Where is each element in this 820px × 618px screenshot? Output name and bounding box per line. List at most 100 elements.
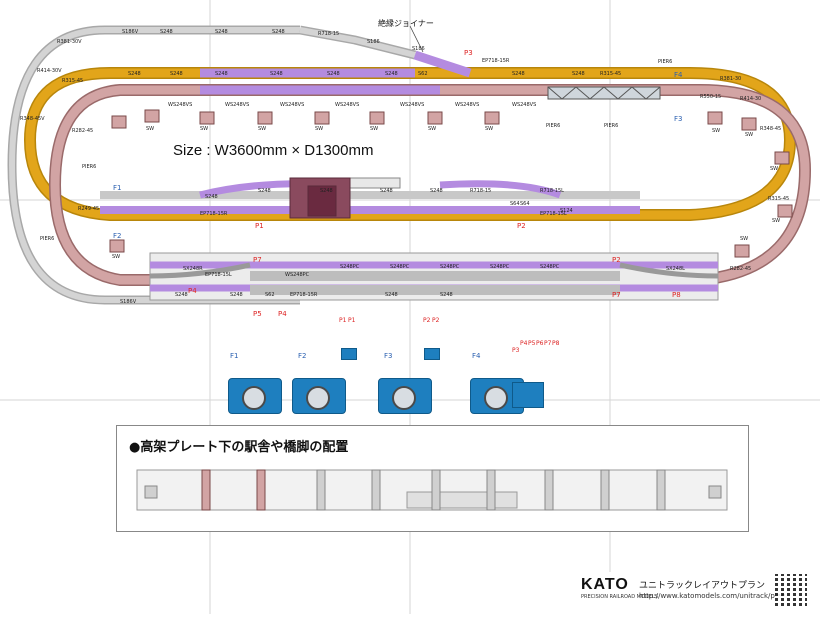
label-station-lower-6: SX248L bbox=[666, 266, 685, 272]
speed-knob[interactable] bbox=[242, 386, 266, 410]
controller-f3-label: F3 bbox=[384, 352, 393, 360]
label-station-lower-3: S248PC bbox=[440, 264, 460, 270]
station-lower-plate bbox=[149, 252, 719, 301]
sw-label-7: SW bbox=[712, 128, 720, 134]
sw-label-11: SW bbox=[740, 236, 748, 242]
label-bottom-outer-2: S248 bbox=[230, 292, 243, 298]
feeder-marker-p7: P7 bbox=[253, 256, 262, 264]
label-yellow-top-10: R315-45 bbox=[600, 71, 621, 77]
label-yellow-top-4: S248 bbox=[327, 71, 340, 77]
label-left-1: R414-30V bbox=[37, 68, 62, 74]
switch-feeder-label-5: P4 bbox=[520, 340, 528, 347]
footer-title: ユニトラックレイアウトプラン bbox=[639, 581, 766, 591]
pier-label-2: PIER6 bbox=[658, 59, 672, 65]
feeder-markers: P3 P1 P2 P4 P7 P5 P4 P2 P7 P8 F4 F3 F1 F… bbox=[113, 49, 683, 318]
yellow-oval bbox=[23, 67, 797, 221]
label-left-2: R348-45V bbox=[20, 116, 45, 122]
feeder-marker-p1: P1 bbox=[255, 222, 264, 230]
feeder-marker-p2: P2 bbox=[517, 222, 526, 230]
label-station-upper-11: S248 bbox=[205, 194, 218, 200]
label-station-upper-2: S248 bbox=[380, 188, 393, 194]
label-station-upper-3: S248 bbox=[430, 188, 443, 194]
sw-label-5: SW bbox=[428, 126, 436, 132]
under-plate-title: ●高架プレート下の駅舎や橋脚の配置 bbox=[129, 440, 349, 455]
under-plate-diagram bbox=[136, 469, 728, 511]
qr-code-overlay bbox=[775, 574, 807, 606]
label-right-1: R381-30 bbox=[720, 76, 741, 82]
label-yellow-top-9: S248 bbox=[572, 71, 585, 77]
footer-brand: KATO PRECISION RAILROAD MODELS ユニトラックレイア… bbox=[575, 572, 820, 614]
label-bottom-outer-3: S248 bbox=[385, 292, 398, 298]
label-station-lower-7: EP718-15L bbox=[205, 272, 232, 278]
station-upper bbox=[100, 177, 640, 214]
switch-feeder-label-7: P6 bbox=[536, 340, 544, 347]
label-left-5: R249-45 bbox=[78, 206, 99, 212]
footer-url[interactable]: http://www.katomodels.com/unitrack/plan bbox=[639, 592, 786, 600]
label-bottom-outer-0: S186V bbox=[120, 299, 137, 305]
viaduct-bridge bbox=[547, 86, 661, 100]
label-station-upper-9: EP718-15L bbox=[540, 211, 567, 217]
feeder-marker-p5: P5 bbox=[253, 310, 262, 318]
sw-label-9: SW bbox=[770, 166, 778, 172]
pier-label-1: PIER6 bbox=[40, 236, 54, 242]
station-building bbox=[289, 177, 351, 219]
speed-knob[interactable] bbox=[306, 386, 330, 410]
label-right-2: R414-30 bbox=[740, 96, 761, 102]
controller-f2-label: F2 bbox=[298, 352, 307, 360]
pier-label-0: PIER6 bbox=[82, 164, 96, 170]
label-right-0: R550-15 bbox=[700, 94, 721, 100]
kato-logo: KATO bbox=[581, 576, 629, 593]
feeder-marker-p8: P8 bbox=[672, 291, 681, 299]
label-station-lower-1: S248PC bbox=[340, 264, 360, 270]
label-top-outer-3: S248 bbox=[272, 29, 285, 35]
label-top-outer-5: R718-15 bbox=[318, 31, 339, 37]
label-top-outer-1: S248 bbox=[160, 29, 173, 35]
sw-label-1: SW bbox=[200, 126, 208, 132]
feeder-marker-f4: F4 bbox=[674, 71, 683, 79]
label-inner-top-3: WS248VS bbox=[335, 102, 359, 108]
sw-label-0: SW bbox=[146, 126, 154, 132]
label-yellow-top-8: S248 bbox=[512, 71, 525, 77]
feeder-marker-f3: F3 bbox=[674, 115, 682, 123]
sw-label-12: SW bbox=[112, 254, 120, 260]
insulated-joiner-label: 絶縁ジョイナー bbox=[378, 18, 434, 28]
speed-knob[interactable] bbox=[392, 386, 416, 410]
label-yellow-top-2: S248 bbox=[215, 71, 228, 77]
feeder-marker-p4: P4 bbox=[188, 287, 197, 295]
pier-blocks bbox=[109, 109, 793, 258]
switch-feeder-label-0: P1 bbox=[339, 317, 347, 324]
label-left-0: R381-30V bbox=[57, 39, 82, 45]
label-inner-top-2: WS248VS bbox=[280, 102, 304, 108]
label-left-4: R282-45 bbox=[72, 128, 93, 134]
sw-label-2: SW bbox=[258, 126, 266, 132]
label-yellow-top-1: S248 bbox=[170, 71, 183, 77]
sw-label-6: SW bbox=[485, 126, 493, 132]
label-yellow-top-7: EP718-15R bbox=[482, 58, 510, 64]
label-right-3: R348-45 bbox=[760, 126, 781, 132]
label-station-upper-10: EP718-15R bbox=[200, 211, 228, 217]
label-left-3: R315-45 bbox=[62, 78, 83, 84]
label-station-lower-4: S248PC bbox=[490, 264, 510, 270]
label-right-5: R282-45 bbox=[730, 266, 751, 272]
switch-feeder-label-1: P1 bbox=[348, 317, 356, 324]
label-top-outer-6: S186 bbox=[412, 46, 425, 52]
turnout-switch-p1[interactable] bbox=[341, 348, 357, 360]
label-inner-top-1: WS248VS bbox=[225, 102, 249, 108]
label-yellow-top-3: S248 bbox=[270, 71, 283, 77]
feeder-marker-p2b: P2 bbox=[612, 256, 621, 264]
controller-f4-label: F4 bbox=[472, 352, 481, 360]
speed-knob[interactable] bbox=[484, 386, 508, 410]
label-inner-top-6: WS248VS bbox=[512, 102, 536, 108]
label-station-upper-1: S248 bbox=[320, 188, 333, 194]
turnout-switch-bank[interactable] bbox=[512, 382, 544, 408]
label-bottom-outer-5: S62 bbox=[265, 292, 275, 298]
layout-size-label: Size : W3600mm × D1300mm bbox=[173, 142, 374, 159]
label-top-outer-4: S186 bbox=[367, 39, 380, 45]
switch-feeder-label-4: P3 bbox=[512, 347, 520, 354]
sw-label-3: SW bbox=[315, 126, 323, 132]
feeder-marker-f1: F1 bbox=[113, 184, 121, 192]
outer-gray-loop bbox=[7, 25, 417, 305]
turnout-switch-p2[interactable] bbox=[424, 348, 440, 360]
